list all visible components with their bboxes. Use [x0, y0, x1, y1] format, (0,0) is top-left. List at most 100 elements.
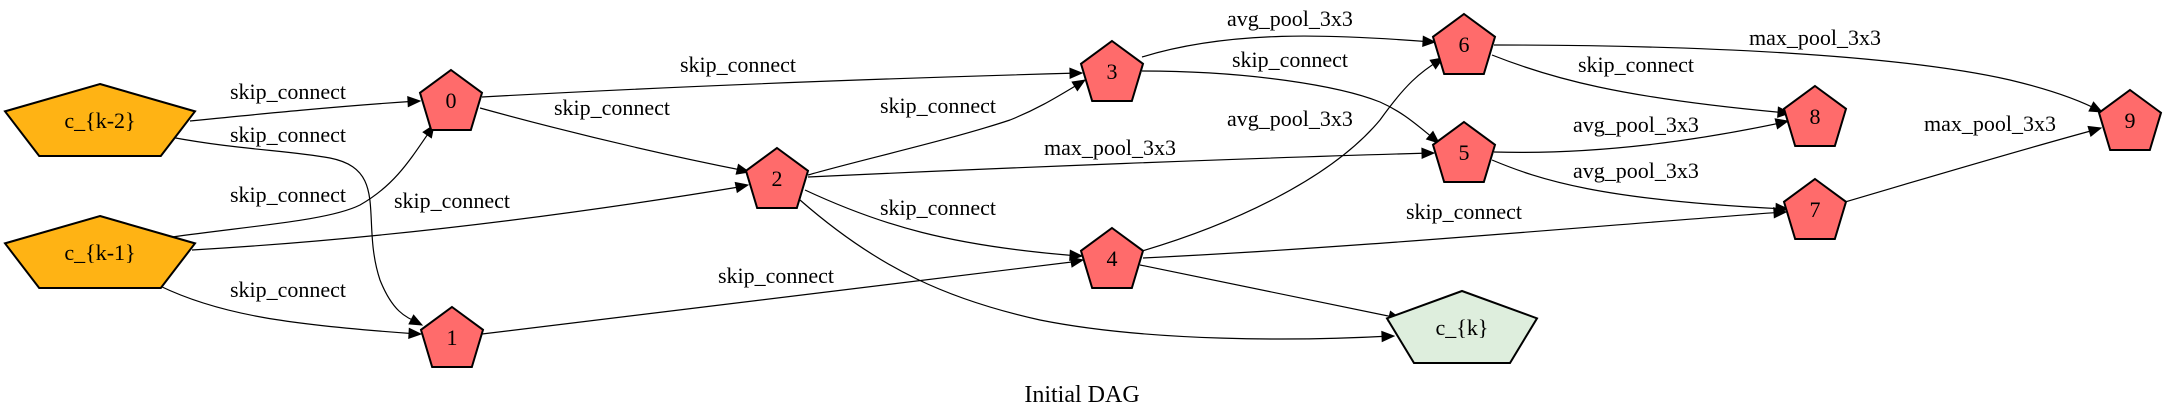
e-n5-n7-label: avg_pool_3x3 — [1573, 158, 1699, 183]
e-n6-n9-arrowhead — [2088, 101, 2104, 113]
e-n2-ck-arrowhead — [1381, 330, 1396, 343]
e-n2-ck-line — [799, 199, 1392, 340]
e-n2-n4-label: skip_connect — [880, 195, 996, 220]
node-n0: 0 — [418, 68, 484, 131]
e-n0-n3-arrowhead — [1069, 67, 1084, 80]
e-ck1-n1-label: skip_connect — [230, 277, 346, 302]
node-shape-n5 — [1431, 120, 1497, 183]
e-n7-n9-line — [1844, 128, 2099, 203]
node-shape-n6 — [1431, 12, 1497, 75]
node-label-ck1: c_{k-1} — [64, 240, 135, 265]
e-ck1-n0-label: skip_connect — [230, 182, 346, 207]
e-ck2-n0 — [189, 95, 422, 122]
e-n2-n3 — [807, 79, 1087, 176]
node-label-n3: 3 — [1107, 59, 1118, 84]
node-n9: 9 — [2097, 88, 2163, 151]
e-ck1-n2-line — [191, 185, 746, 251]
e-n4-n7-label: skip_connect — [1406, 199, 1522, 224]
e-n0-n3 — [481, 67, 1084, 98]
e-ck1-n1-arrowhead — [408, 327, 423, 340]
e-ck1-n2-label: skip_connect — [394, 188, 510, 213]
node-n3: 3 — [1079, 39, 1145, 102]
node-label-n1: 1 — [447, 325, 458, 350]
e-n1-n4-label: skip_connect — [718, 263, 834, 288]
node-label-n9: 9 — [2125, 108, 2136, 133]
e-n3-n5-label: skip_connect — [1232, 47, 1348, 72]
e-n2-n4-line — [804, 189, 1080, 257]
edge-layer — [159, 35, 2104, 343]
node-layer: c_{k-2} c_{k-1} 0 1 2 3 4 5 6 7 8 9 c_{k} — [3, 12, 2163, 368]
node-shape-n2 — [744, 146, 810, 209]
e-n2-n5-line — [807, 152, 1432, 178]
e-ck2-n0-arrowhead — [407, 95, 422, 108]
e-n1-n4 — [481, 256, 1085, 335]
e-ck2-n1-arrowhead — [408, 314, 424, 326]
node-n2: 2 — [744, 146, 810, 209]
e-n0-n2-label: skip_connect — [554, 95, 670, 120]
e-n7-n9-label: max_pool_3x3 — [1924, 111, 2056, 136]
e-ck2-n1-label: skip_connect — [230, 122, 346, 147]
node-n5: 5 — [1431, 120, 1497, 183]
node-label-n8: 8 — [1810, 104, 1821, 129]
e-n2-n5 — [807, 147, 1436, 178]
e-ck1-n2-arrowhead — [734, 181, 750, 194]
e-n4-n7-line — [1142, 211, 1784, 259]
node-label-ck2: c_{k-2} — [64, 108, 135, 133]
node-shape-n0 — [418, 68, 484, 131]
e-ck2-n0-line — [189, 100, 419, 122]
e-ck2-n1-line — [169, 136, 421, 324]
e-n5-n8-arrowhead — [1774, 118, 1790, 130]
node-shape-ck1 — [3, 214, 197, 289]
node-label-n2: 2 — [772, 166, 783, 191]
e-n2-n3-arrowhead — [1071, 79, 1087, 92]
node-shape-n3 — [1079, 39, 1145, 102]
node-label-ck: c_{k} — [1436, 315, 1489, 340]
node-n1: 1 — [419, 305, 485, 368]
e-n3-n6-label: avg_pool_3x3 — [1227, 6, 1353, 31]
e-n2-n3-line — [807, 81, 1083, 176]
node-label-n7: 7 — [1810, 197, 1821, 222]
e-n5-n7 — [1491, 159, 1790, 215]
e-n1-n4-arrowhead — [1069, 256, 1085, 268]
e-ck1-n1-line — [159, 285, 419, 335]
e-n6-n9 — [1493, 44, 2104, 113]
node-label-n4: 4 — [1107, 246, 1118, 271]
e-n0-n3-line — [481, 72, 1080, 98]
e-n4-n6-line — [1141, 59, 1441, 252]
e-n2-n3-label: skip_connect — [880, 93, 996, 118]
node-label-n0: 0 — [446, 88, 457, 113]
e-n7-n9 — [1844, 125, 2103, 203]
node-shape-ck2 — [3, 82, 197, 157]
e-ck2-n1 — [169, 136, 424, 326]
e-n3-n5-line — [1141, 70, 1438, 142]
e-n4-ck-line — [1139, 264, 1399, 319]
e-n2-n4-arrowhead — [1069, 249, 1084, 261]
e-ck1-n2 — [191, 181, 750, 251]
e-n7-n9-arrowhead — [2087, 125, 2103, 137]
e-n3-n6-arrowhead — [1422, 35, 1437, 48]
node-n4: 4 — [1079, 226, 1145, 289]
node-shape-n8 — [1782, 84, 1848, 147]
e-n5-n7-arrowhead — [1775, 202, 1790, 215]
node-ck2: c_{k-2} — [3, 82, 197, 157]
e-n3-n5-arrowhead — [1425, 130, 1440, 144]
node-label-n6: 6 — [1459, 32, 1470, 57]
e-n0-n2-line — [479, 107, 747, 172]
node-shape-ck — [1385, 289, 1539, 364]
e-ck1-n0-line — [171, 127, 433, 238]
e-n3-n6-line — [1141, 35, 1433, 58]
e-n2-n4 — [804, 189, 1084, 261]
e-n6-n9-label: max_pool_3x3 — [1749, 25, 1881, 50]
e-n5-n8-line — [1493, 121, 1786, 153]
e-n6-n8-line — [1491, 54, 1788, 114]
e-ck1-n1 — [159, 285, 423, 340]
e-n1-n4-line — [481, 260, 1081, 335]
node-ck: c_{k} — [1385, 289, 1539, 364]
e-n6-n9-line — [1493, 44, 2101, 112]
node-n6: 6 — [1431, 12, 1497, 75]
node-shape-n1 — [419, 305, 485, 368]
e-n3-n6 — [1141, 35, 1437, 58]
e-n6-n8-label: skip_connect — [1578, 52, 1694, 77]
